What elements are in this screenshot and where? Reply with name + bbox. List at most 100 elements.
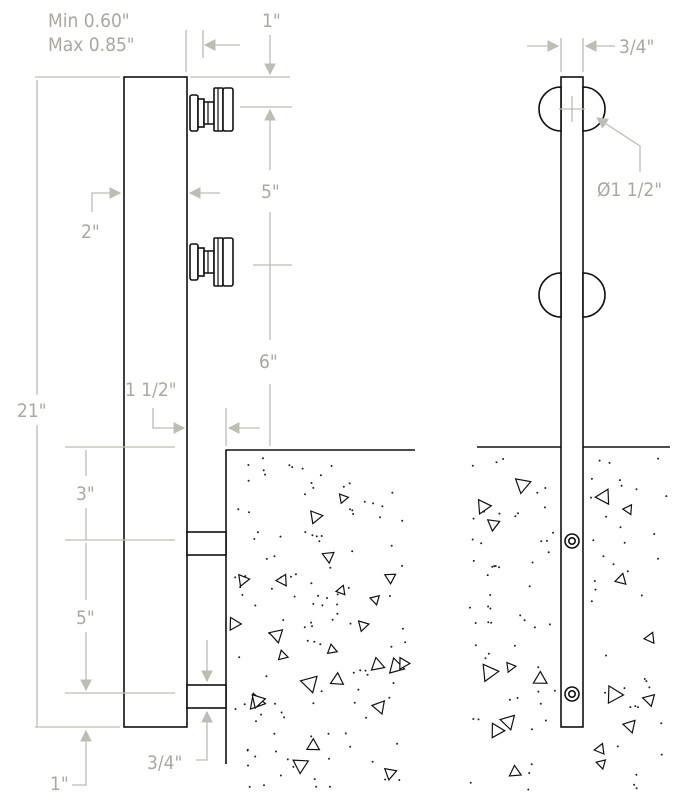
concrete-speck xyxy=(329,566,332,569)
concrete-speck xyxy=(320,535,323,537)
concrete-speck xyxy=(484,657,487,660)
concrete-speck xyxy=(247,479,250,482)
concrete-speck xyxy=(474,622,477,624)
concrete-speck xyxy=(352,671,355,674)
concrete-speck xyxy=(301,467,304,470)
concrete-speck xyxy=(312,486,315,489)
concrete-speck xyxy=(391,491,394,494)
concrete-speck xyxy=(553,689,556,692)
concrete-speck xyxy=(248,511,250,514)
concrete-speck xyxy=(643,678,646,680)
concrete-speck xyxy=(472,517,475,520)
concrete-speck xyxy=(247,764,249,767)
concrete-speck xyxy=(310,582,313,585)
concrete-speck xyxy=(273,555,276,558)
concrete-speck xyxy=(359,669,362,672)
concrete-aggregate xyxy=(508,764,523,777)
post xyxy=(123,76,188,728)
concrete-aggregate xyxy=(399,656,412,671)
concrete-speck xyxy=(304,493,306,496)
concrete-speck xyxy=(635,773,638,776)
concrete-speck xyxy=(552,531,554,534)
concrete-speck xyxy=(312,602,315,605)
concrete-speck xyxy=(401,627,404,630)
concrete-speck xyxy=(320,690,323,693)
concrete-speck xyxy=(623,687,626,690)
concrete-speck xyxy=(469,781,472,784)
concrete-speck xyxy=(347,586,350,589)
concrete-speck xyxy=(480,542,483,545)
concrete-speck xyxy=(336,603,339,606)
concrete-aggregate xyxy=(477,498,493,515)
concrete-speck xyxy=(590,600,593,603)
concrete-speck xyxy=(381,505,384,508)
concrete-speck xyxy=(336,612,339,615)
label-upper-embed: 3" xyxy=(76,483,95,505)
concrete-speck xyxy=(390,544,393,547)
concrete-aggregate xyxy=(595,759,607,771)
concrete-speck xyxy=(241,593,244,596)
concrete-aggregate xyxy=(370,699,386,716)
concrete-speck xyxy=(530,763,533,766)
concrete-speck xyxy=(321,604,324,607)
concrete-speck xyxy=(540,540,543,543)
concrete-texture-left xyxy=(229,457,412,788)
concrete-speck xyxy=(280,711,283,714)
concrete-speck xyxy=(315,535,318,538)
anchor-bolt-lower xyxy=(564,686,580,702)
concrete-speck xyxy=(311,534,314,537)
concrete-speck xyxy=(306,639,309,642)
concrete-speck xyxy=(604,691,606,694)
concrete-aggregate xyxy=(621,719,636,735)
concrete-speck xyxy=(533,626,536,629)
concrete-speck xyxy=(513,644,516,647)
concrete-speck xyxy=(286,758,289,761)
concrete-speck xyxy=(660,753,663,756)
concrete-speck xyxy=(623,541,626,544)
concrete-speck xyxy=(265,675,268,678)
concrete-aggregate xyxy=(593,742,605,755)
concrete-speck xyxy=(494,565,497,567)
concrete-speck xyxy=(498,566,501,569)
concrete-speck xyxy=(279,535,282,538)
concrete-aggregate xyxy=(383,573,397,585)
concrete-aggregate xyxy=(268,628,284,644)
concrete-speck xyxy=(404,641,407,644)
concrete-speck xyxy=(336,593,339,596)
concrete-speck xyxy=(536,491,539,494)
label-bottom-offset: 1" xyxy=(50,773,69,795)
concrete-aggregate xyxy=(251,693,267,710)
concrete-speck xyxy=(274,702,276,705)
concrete-speck xyxy=(234,576,237,579)
concrete-speck xyxy=(384,778,387,781)
concrete-speck xyxy=(388,595,391,597)
concrete-speck xyxy=(311,625,313,628)
concrete-speck xyxy=(620,484,623,487)
concrete-speck xyxy=(265,557,268,560)
concrete-aggregate xyxy=(594,488,610,506)
concrete-aggregate xyxy=(532,670,549,684)
concrete-speck xyxy=(477,718,480,721)
concrete-speck xyxy=(263,784,265,787)
label-post-width: 2" xyxy=(81,221,100,243)
concrete-speck xyxy=(342,485,345,488)
concrete-speck xyxy=(349,745,352,748)
concrete-speck xyxy=(388,696,391,699)
concrete-aggregate xyxy=(383,767,398,782)
concrete-speck xyxy=(590,477,593,480)
concrete-speck xyxy=(491,565,494,568)
concrete-speck xyxy=(626,570,629,573)
concrete-speck xyxy=(363,500,366,503)
concrete-speck xyxy=(396,742,399,745)
concrete-speck xyxy=(353,701,356,704)
concrete-speck xyxy=(304,531,307,534)
concrete-speck xyxy=(310,621,313,624)
concrete-aggregate xyxy=(498,714,516,731)
concrete-speck xyxy=(605,515,608,518)
concrete-speck xyxy=(292,765,295,768)
concrete-aggregate xyxy=(238,573,251,588)
concrete-speck xyxy=(634,705,637,708)
concrete-speck xyxy=(472,718,475,720)
concrete-speck xyxy=(328,757,330,760)
label-top-offset: 1" xyxy=(262,10,281,32)
